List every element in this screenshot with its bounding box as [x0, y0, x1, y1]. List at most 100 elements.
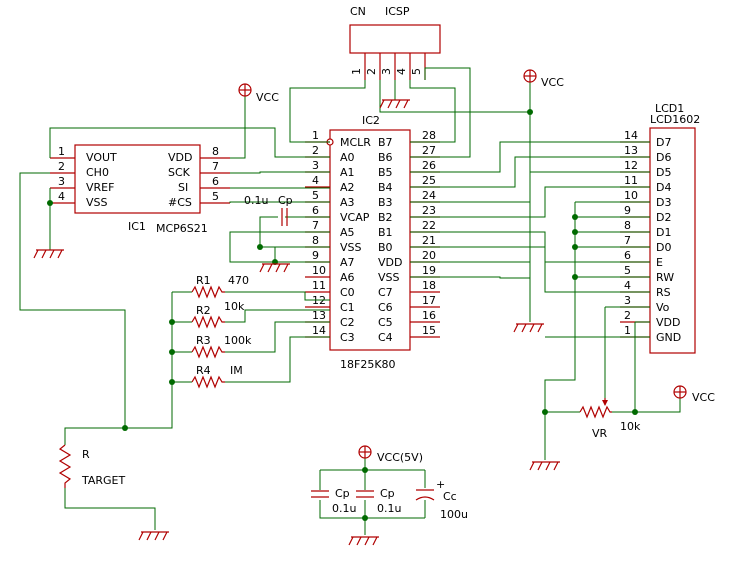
ic2-pin-name: C2 — [340, 316, 355, 329]
ic2-pin-name: B1 — [378, 226, 393, 239]
ic2-pin-name: B7 — [378, 136, 393, 149]
ic2-pin-num: 17 — [422, 294, 436, 307]
ic2-pin-name: A1 — [340, 166, 355, 179]
target-label: TARGET — [81, 474, 126, 487]
ic1-pin-6-num: 6 — [212, 175, 219, 188]
ic2-pin-name: A7 — [340, 256, 355, 269]
vcc-symbol: VCC(5V) — [358, 445, 423, 464]
ic2-pin-name: B6 — [378, 151, 393, 164]
ic2-pin-name: C7 — [378, 286, 393, 299]
ic2-pin-num: 13 — [312, 309, 326, 322]
ic2-pin-name: B2 — [378, 211, 393, 224]
ic2-pin-num: 2 — [312, 144, 319, 157]
ground-icon — [259, 263, 290, 273]
power-capacitors: Cp 0.1u Cp 0.1u + Cc 100u — [311, 478, 468, 521]
ic2-pin-name: C0 — [340, 286, 355, 299]
ic2-pin-name: VSS — [340, 241, 362, 254]
lcd-pin-name: D5 — [656, 166, 671, 179]
ic2-left-pins: 1MCLR2A03A14A25A36VCAP7A58VSS9A710A611C0… — [305, 129, 371, 344]
lcd-pin-name: RS — [656, 286, 671, 299]
lcd-pin-name: D1 — [656, 226, 671, 239]
ic2-pin-num: 18 — [422, 279, 436, 292]
icsp-pin-3: 3 — [380, 68, 393, 75]
cap3-value: 100u — [440, 508, 468, 521]
r1-ref: R1 — [196, 274, 211, 287]
ic2-pin-name: C1 — [340, 301, 355, 314]
vcap-value: 0.1u — [244, 194, 268, 207]
lcd-pin-name: D6 — [656, 151, 671, 164]
r4-ref: R4 — [196, 364, 211, 377]
ic2-pin-num: 16 — [422, 309, 436, 322]
r1-value: 470 — [228, 274, 249, 287]
icsp-pin-2: 2 — [365, 68, 378, 75]
lcd-pin-num: 4 — [624, 279, 631, 292]
ic2-pin-num: 1 — [312, 129, 319, 142]
vcap-ref: Cp — [278, 194, 293, 207]
ic2-pin-name: VCAP — [340, 211, 370, 224]
ic1-pin-5-num: 5 — [212, 190, 219, 203]
lcd-pin-name: D4 — [656, 181, 671, 194]
lcd-pin-num: 3 — [624, 294, 631, 307]
ic2-pin-name: VSS — [378, 271, 400, 284]
lcd-pins: 14D713D612D511D410D39D28D17D06E5RW4RS3Vo… — [620, 129, 681, 344]
ic2-pin-name: B3 — [378, 196, 393, 209]
ic2-pin-name: VDD — [378, 256, 402, 269]
lcd-ref: LCD1 — [655, 102, 684, 115]
ic1-pin-8-num: 8 — [212, 145, 219, 158]
vcc-label-ic1: VCC — [256, 91, 279, 104]
ic2-pin-name: A0 — [340, 151, 355, 164]
lcd-pin-name: Vo — [656, 301, 670, 314]
r2-value: 10k — [224, 300, 245, 313]
ic2-pin-name: C3 — [340, 331, 355, 344]
r3-ref: R3 — [196, 334, 211, 347]
lcd-pin-name: D3 — [656, 196, 671, 209]
ic2-pin-name: A6 — [340, 271, 355, 284]
icsp-pin-4: 4 — [395, 68, 408, 75]
ic1-pin-vss: VSS — [86, 196, 108, 209]
ic2-part: 18F25K80 — [340, 358, 396, 371]
lcd-pin-num: 2 — [624, 309, 631, 322]
ground-symbols — [33, 99, 560, 546]
icsp-pin-1: 1 — [350, 68, 363, 75]
vr-ref: VR — [592, 427, 608, 440]
ic2-pin-name: C6 — [378, 301, 393, 314]
cap1-value: 0.1u — [332, 502, 356, 515]
ic1-pin-3-num: 3 — [58, 175, 65, 188]
cap2-value: 0.1u — [377, 502, 401, 515]
lcd-pin-num: 13 — [624, 144, 638, 157]
vcc-label-ic2: VCC — [541, 76, 564, 89]
ic2-pin-name: A2 — [340, 181, 355, 194]
lcd-pin-num: 1 — [624, 324, 631, 337]
connector-ref: CN — [350, 5, 366, 18]
ic1-pin-1-num: 1 — [58, 145, 65, 158]
target-ref: R — [82, 448, 90, 461]
ic2-right-pins: 28B727B626B525B424B323B222B121B020VDD19V… — [378, 129, 440, 344]
ic2-pin-name: A5 — [340, 226, 355, 239]
lcd-pin-num: 14 — [624, 129, 638, 142]
resistors: R1 470 R2 10k R3 100k R4 IM R TARGET VR … — [58, 274, 641, 488]
vcap-capacitor: 0.1u Cp — [244, 194, 293, 226]
lcd-pin-name: E — [656, 256, 663, 269]
lcd-pin-name: VDD — [656, 316, 680, 329]
ic2-pin-num: 20 — [422, 249, 436, 262]
cap3-ref: Cc — [443, 490, 457, 503]
ic2-pin-num: 10 — [312, 264, 326, 277]
lcd-pin-name: D2 — [656, 211, 671, 224]
ic1-block: 1 2 3 4 VOUT CH0 VREF VSS 8 7 6 5 VDD SC… — [50, 144, 230, 235]
ic2-pin-num: 4 — [312, 174, 319, 187]
ic2-pin-num: 15 — [422, 324, 436, 337]
vcc-symbol: VCC — [238, 83, 279, 104]
ic1-pin-sck: SCK — [168, 166, 191, 179]
ground-icon — [138, 531, 169, 541]
ic2-pin-num: 23 — [422, 204, 436, 217]
ic2-pin-name: C4 — [378, 331, 393, 344]
ic2-pin-name: B4 — [378, 181, 393, 194]
icsp-connector: CN ICSP 1 2 3 4 5 — [349, 5, 441, 80]
ic1-pin-vout: VOUT — [86, 151, 117, 164]
lcd-pin-num: 12 — [624, 159, 638, 172]
ic2-pin-name: MCLR — [340, 136, 371, 149]
ic1-ref: IC1 — [128, 220, 146, 233]
ic2-pin-num: 9 — [312, 249, 319, 262]
lcd-pin-num: 10 — [624, 189, 638, 202]
